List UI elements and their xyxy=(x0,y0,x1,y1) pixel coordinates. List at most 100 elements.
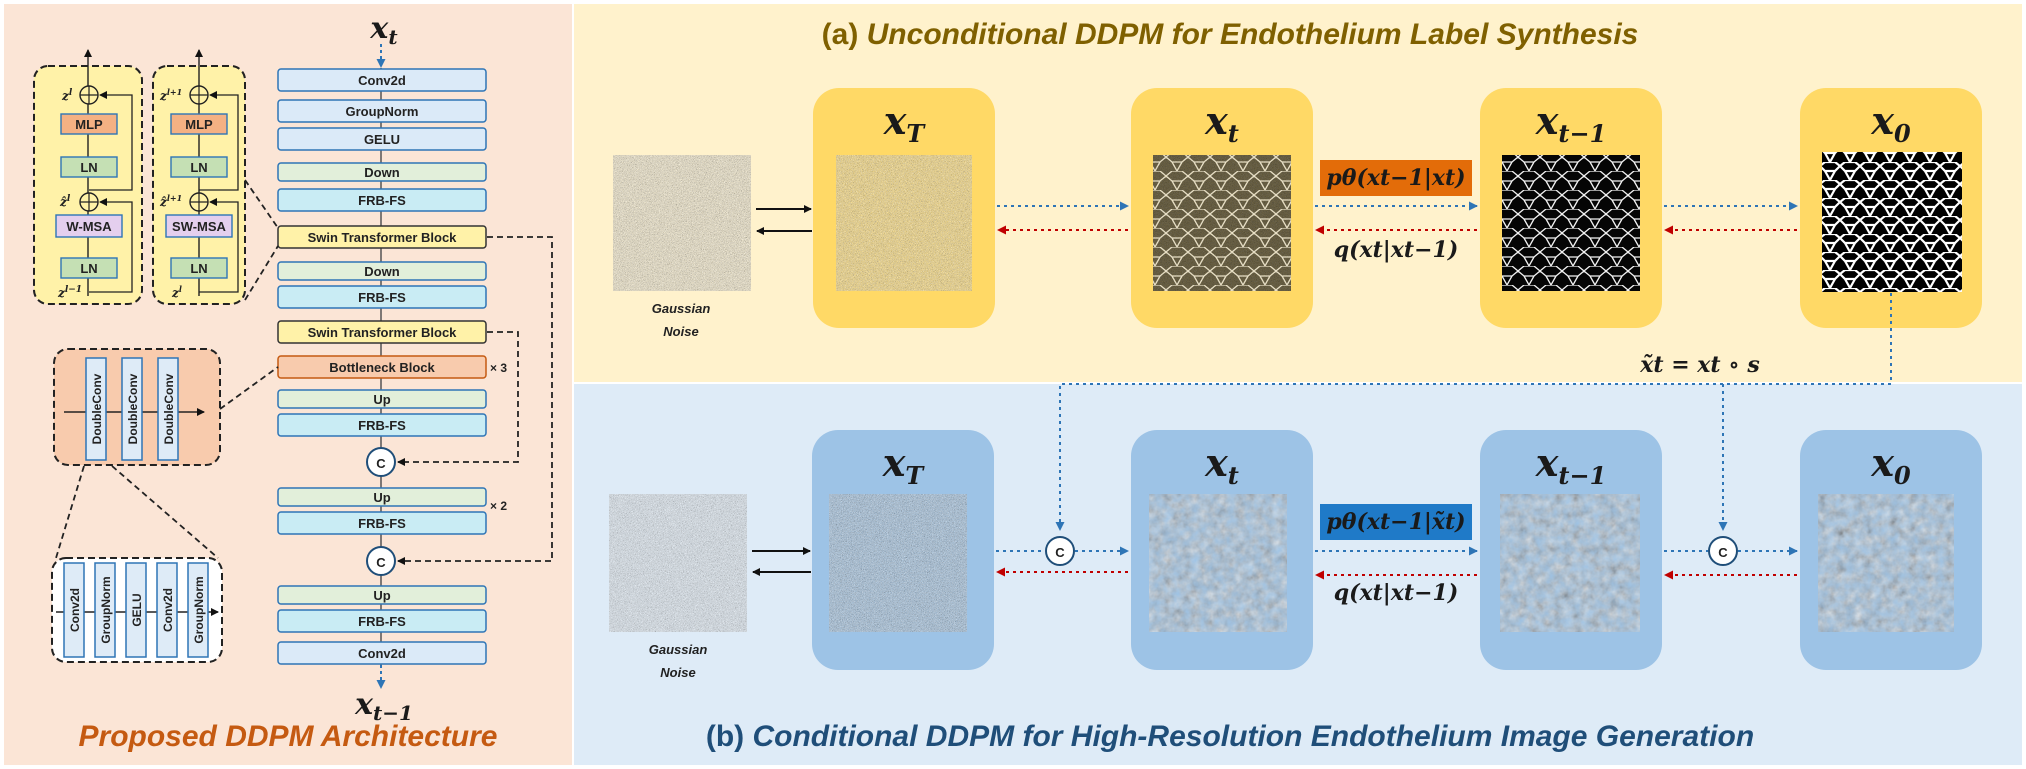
panel-b-xt-image xyxy=(1149,494,1287,632)
swin-zoom-line-2 xyxy=(244,245,279,301)
swin-right-ln-bottom-label: LN xyxy=(190,261,207,276)
groupnorm-label: GroupNorm xyxy=(346,104,419,119)
doubleconv-zoom-line-2 xyxy=(111,465,219,559)
panel-a-x0-image xyxy=(1822,152,1962,292)
swin-left-residual-1 xyxy=(89,198,133,293)
architecture: xt Conv2d GroupNorm GELU Down FRB-FS Swi… xyxy=(33,11,553,753)
panel-a-cond-label: x̃t = xt ∘ s xyxy=(1639,352,1759,378)
concat-node-2 xyxy=(366,546,396,576)
swin-left-z-in: zl−1 xyxy=(57,285,82,300)
architecture-title: Proposed DDPM Architecture xyxy=(79,720,498,753)
panel-a-q-label: q(xt|xt−1) xyxy=(1334,237,1459,263)
swin-right-add-top-plus xyxy=(190,86,208,104)
frb-fs-block-2 xyxy=(277,285,487,309)
swin-right-mlp-label: MLP xyxy=(185,117,213,132)
swin-right-ln-top xyxy=(170,156,228,178)
dc-conv2d-label-2: Conv2d xyxy=(161,588,175,632)
bottleneck-detail: DoubleConv DoubleConv DoubleConv xyxy=(53,348,221,466)
panel-b-stage-xt-label: xt xyxy=(1204,440,1239,490)
up-block-2 xyxy=(277,487,487,507)
swin-left-mlp xyxy=(60,113,118,135)
dc-conv2d-label-1: Conv2d xyxy=(68,588,82,632)
swin-block-2 xyxy=(277,320,487,344)
gelu-label: GELU xyxy=(364,132,400,147)
dc-gelu xyxy=(125,562,147,658)
swin-left-ln-top-label: LN xyxy=(80,160,97,175)
skip-connection-1 xyxy=(397,236,553,565)
frb-fs-block-4 xyxy=(277,511,487,535)
frb-fs-label-1: FRB-FS xyxy=(358,193,406,208)
conv2d-top-block xyxy=(277,68,487,92)
swin-right-add-mid-plus xyxy=(190,193,208,211)
swin-left-z-top: zl xyxy=(61,88,73,103)
panel-b-stage-x0-label: x0 xyxy=(1870,440,1911,490)
conv2d-bottom-block xyxy=(277,641,487,665)
swin-right-msa-label: SW-MSA xyxy=(172,219,227,234)
doubleconv-detail: Conv2d GroupNorm GELU Conv2d GroupNorm xyxy=(51,557,223,663)
panel-a-noise-image xyxy=(613,155,751,291)
swin-left-msa xyxy=(55,214,123,238)
panel-a-stage-x0-label: x0 xyxy=(1870,98,1911,148)
panel-b-q-label: q(xt|xt−1) xyxy=(1334,580,1459,606)
skip-connection-2 xyxy=(397,331,519,466)
conv2d-top-label: Conv2d xyxy=(358,73,406,88)
frb-fs-block-5 xyxy=(277,609,487,633)
panel-b-p-label: pθ(xt−1|x̃t) xyxy=(1326,509,1465,535)
dc-gelu-label: GELU xyxy=(130,593,144,626)
swin-left-add-mid-plus xyxy=(80,193,98,211)
panel-a-noise-label-1: Gaussian xyxy=(652,301,711,316)
bottleneck-zoom-line xyxy=(219,366,279,410)
swin-left-residual-2 xyxy=(89,91,133,191)
swin-label-2: Swin Transformer Block xyxy=(308,325,458,340)
conv2d-bottom-label: Conv2d xyxy=(358,646,406,661)
arch-output-label: xt−1 xyxy=(354,687,413,725)
panel-a-xt1-image xyxy=(1502,155,1640,291)
panel-b-noise-label-2: Noise xyxy=(660,665,695,680)
panel-b-title: (b) Conditional DDPM for High-Resolution… xyxy=(706,720,1754,753)
gelu-block xyxy=(277,127,487,151)
dc-groupnorm-1 xyxy=(94,562,116,658)
up-label-1: Up xyxy=(373,392,390,407)
bottleneck-label: Bottleneck Block xyxy=(329,360,435,375)
down-block-2 xyxy=(277,261,487,281)
dc-groupnorm-label-2: GroupNorm xyxy=(192,576,206,643)
swin-right-z-top: zl+1 xyxy=(159,87,182,103)
frb-fs-label-5: FRB-FS xyxy=(358,614,406,629)
panel-b-x0-image xyxy=(1818,494,1954,632)
swin-right-ln-top-label: LN xyxy=(190,160,207,175)
dc-conv2d-1 xyxy=(63,562,85,658)
concat-label-1: C xyxy=(376,456,386,471)
frb-fs-label-2: FRB-FS xyxy=(358,290,406,305)
panel-a-title: (a) Unconditional DDPM for Endothelium L… xyxy=(822,18,1639,51)
panel-b-p-label-bg xyxy=(1320,504,1472,540)
swin-left-add-top-plus xyxy=(80,86,98,104)
up-label-2: Up xyxy=(373,490,390,505)
panel-a-stage-xT-label: xT xyxy=(883,98,927,148)
frb-fs-block-3 xyxy=(277,413,487,437)
panel-b-xt1-image xyxy=(1500,494,1640,632)
frb-fs-block-1 xyxy=(277,188,487,212)
arch-input-label: xt xyxy=(369,11,398,49)
doubleconv-3 xyxy=(157,357,179,461)
dc-groupnorm-label-1: GroupNorm xyxy=(99,576,113,643)
panel-a-stage-xt-label: xt xyxy=(1204,98,1239,148)
doubleconv-zoom-line-1 xyxy=(55,465,85,559)
panel-a-stage-xt1-label: xt−1 xyxy=(1535,98,1607,148)
panel-a-noise-label-2: Noise xyxy=(663,324,698,339)
swin-label-1: Swin Transformer Block xyxy=(308,230,458,245)
panel-b-stage-xt1-label: xt−1 xyxy=(1535,440,1607,490)
doubleconv-1 xyxy=(85,357,107,461)
panel-b-concat-right xyxy=(1708,536,1738,566)
swin-right-residual-2 xyxy=(199,91,239,191)
panel-b-noise-image xyxy=(609,494,747,632)
swin-right-ln-bottom xyxy=(170,257,228,279)
down-label-2: Down xyxy=(364,264,399,279)
swin-right-mlp xyxy=(170,113,228,135)
panel-b-stage-xT-label: xT xyxy=(882,440,926,490)
swin-left-ln-bottom-label: LN xyxy=(80,261,97,276)
swin-left-z-hat: ẑl xyxy=(59,194,71,209)
dc-conv2d-2 xyxy=(156,562,178,658)
panel-b-concat-left-label: C xyxy=(1055,545,1065,560)
swin-right-msa xyxy=(165,214,233,238)
